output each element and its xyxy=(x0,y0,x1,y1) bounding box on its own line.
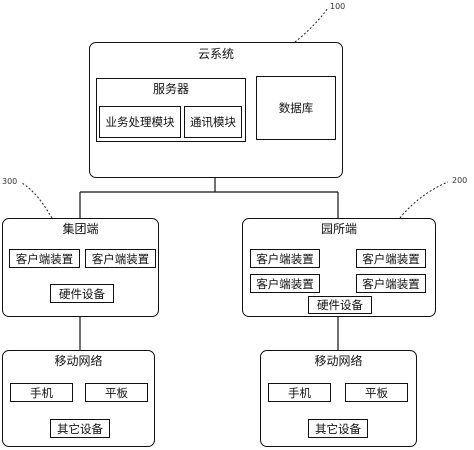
cloud-system-title: 云系统 xyxy=(197,47,234,61)
mobile-left-tablet: 平板 xyxy=(85,383,148,402)
ref-leader-group xyxy=(21,182,53,219)
ref-leader-park xyxy=(399,181,449,219)
mobile-left-other-device: 其它设备 xyxy=(50,419,110,438)
park-client-device-4: 客户端装置 xyxy=(356,274,426,293)
server-title: 服务器 xyxy=(152,82,189,96)
group-hardware: 硬件设备 xyxy=(50,284,114,303)
ref-numeral-cloud: 100 xyxy=(330,2,346,11)
park-client-device-2: 客户端装置 xyxy=(356,249,426,268)
mobile-left-phone: 手机 xyxy=(10,383,73,402)
mobile-right-other-device: 其它设备 xyxy=(308,419,368,438)
mobile-right-phone: 手机 xyxy=(268,383,331,402)
park-side-title: 园所端 xyxy=(320,222,357,236)
mobile-network-left-title: 移动网络 xyxy=(54,354,103,368)
park-client-device-1: 客户端装置 xyxy=(250,249,320,268)
business-module: 业务处理模块 xyxy=(99,106,181,138)
mobile-right-tablet: 平板 xyxy=(345,383,408,402)
group-side-title: 集团端 xyxy=(62,222,99,236)
comm-module: 通讯模块 xyxy=(184,106,242,138)
ref-numeral-park: 200 xyxy=(452,176,468,185)
park-client-device-3: 客户端装置 xyxy=(250,274,320,293)
database-box: 数据库 xyxy=(256,76,336,140)
mobile-network-right-title: 移动网络 xyxy=(314,354,363,368)
ref-leader-cloud xyxy=(294,7,329,43)
park-hardware: 硬件设备 xyxy=(308,296,372,314)
group-client-device-2: 客户端装置 xyxy=(85,249,156,268)
ref-numeral-group: 300 xyxy=(2,177,18,186)
group-client-device-1: 客户端装置 xyxy=(9,249,80,268)
